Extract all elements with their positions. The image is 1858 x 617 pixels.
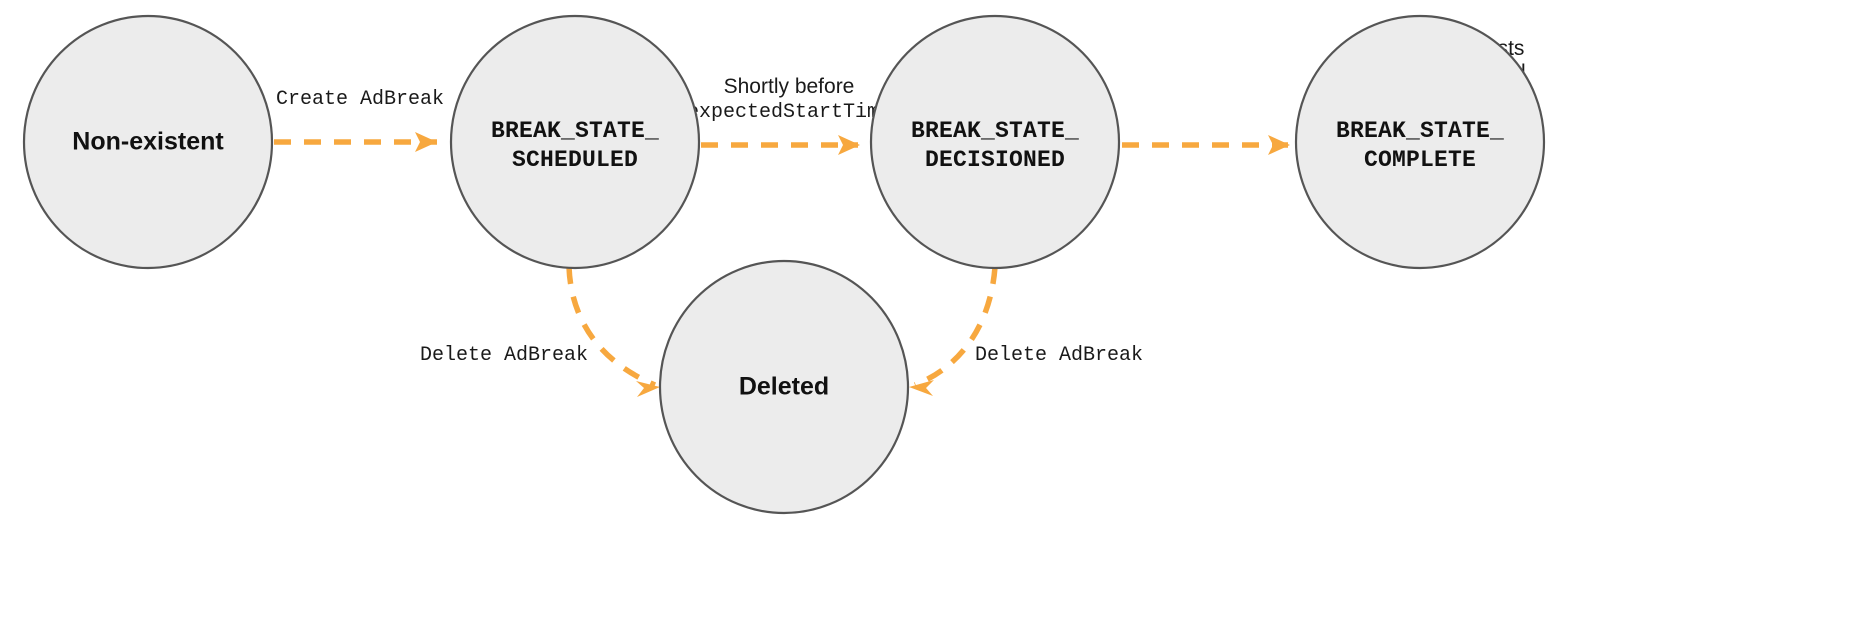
node-break-state-complete-shape[interactable] [1294,14,1546,270]
edge-delete-from-decisioned-arrowhead [909,380,934,396]
node-deleted-shape[interactable] [658,259,910,515]
node-deleted-label: Deleted [739,373,829,401]
node-break-state-decisioned-label-line-2: DECISIONED [925,147,1065,173]
node-break-state-decisioned[interactable]: BREAK_STATE_ DECISIONED [869,14,1121,270]
edge-shortly-before-label-line-1: Shortly before [724,75,855,98]
edge-end-user-requests-arrowhead [1268,135,1290,155]
edge-create-adbreak-arrowhead [415,132,437,152]
edge-delete-from-decisioned-line [913,266,998,388]
node-break-state-decisioned-label-line-1: BREAK_STATE_ [911,118,1079,144]
node-break-state-complete[interactable]: BREAK_STATE_ COMPLETE [1294,14,1546,270]
node-non-existent-shape[interactable] [22,14,274,270]
edge-shortly-before-label-line-2: expectedStartTime [687,101,891,124]
node-break-state-scheduled-label-line-1: BREAK_STATE_ [491,118,659,144]
node-break-state-decisioned-shape[interactable] [869,14,1121,270]
node-non-existent[interactable]: Non-existent [22,14,274,270]
edge-create-adbreak: Create AdBreak [274,88,444,152]
node-break-state-complete-label-line-2: COMPLETE [1364,147,1476,173]
node-break-state-scheduled-label-line-2: SCHEDULED [512,147,638,173]
edge-create-adbreak-label: Create AdBreak [276,88,444,111]
edge-shortly-before-expected-start-time: Shortly before expectedStartTime [687,75,891,155]
edge-delete-from-scheduled-arrowhead [636,381,660,397]
edge-shortly-before-arrowhead [838,135,860,155]
edge-delete-from-scheduled-label: Delete AdBreak [420,344,588,367]
node-break-state-scheduled-shape[interactable] [449,14,701,270]
edge-delete-from-scheduled-line [566,266,657,388]
edge-delete-from-decisioned-label: Delete AdBreak [975,344,1143,367]
node-break-state-complete-label-line-1: BREAK_STATE_ [1336,118,1504,144]
edge-delete-adbreak-from-scheduled: Delete AdBreak [420,266,660,397]
node-non-existent-label: Non-existent [72,128,224,156]
edge-delete-adbreak-from-decisioned: Delete AdBreak [909,266,1143,396]
node-deleted[interactable]: Deleted [658,259,910,515]
node-break-state-scheduled[interactable]: BREAK_STATE_ SCHEDULED [449,14,701,270]
